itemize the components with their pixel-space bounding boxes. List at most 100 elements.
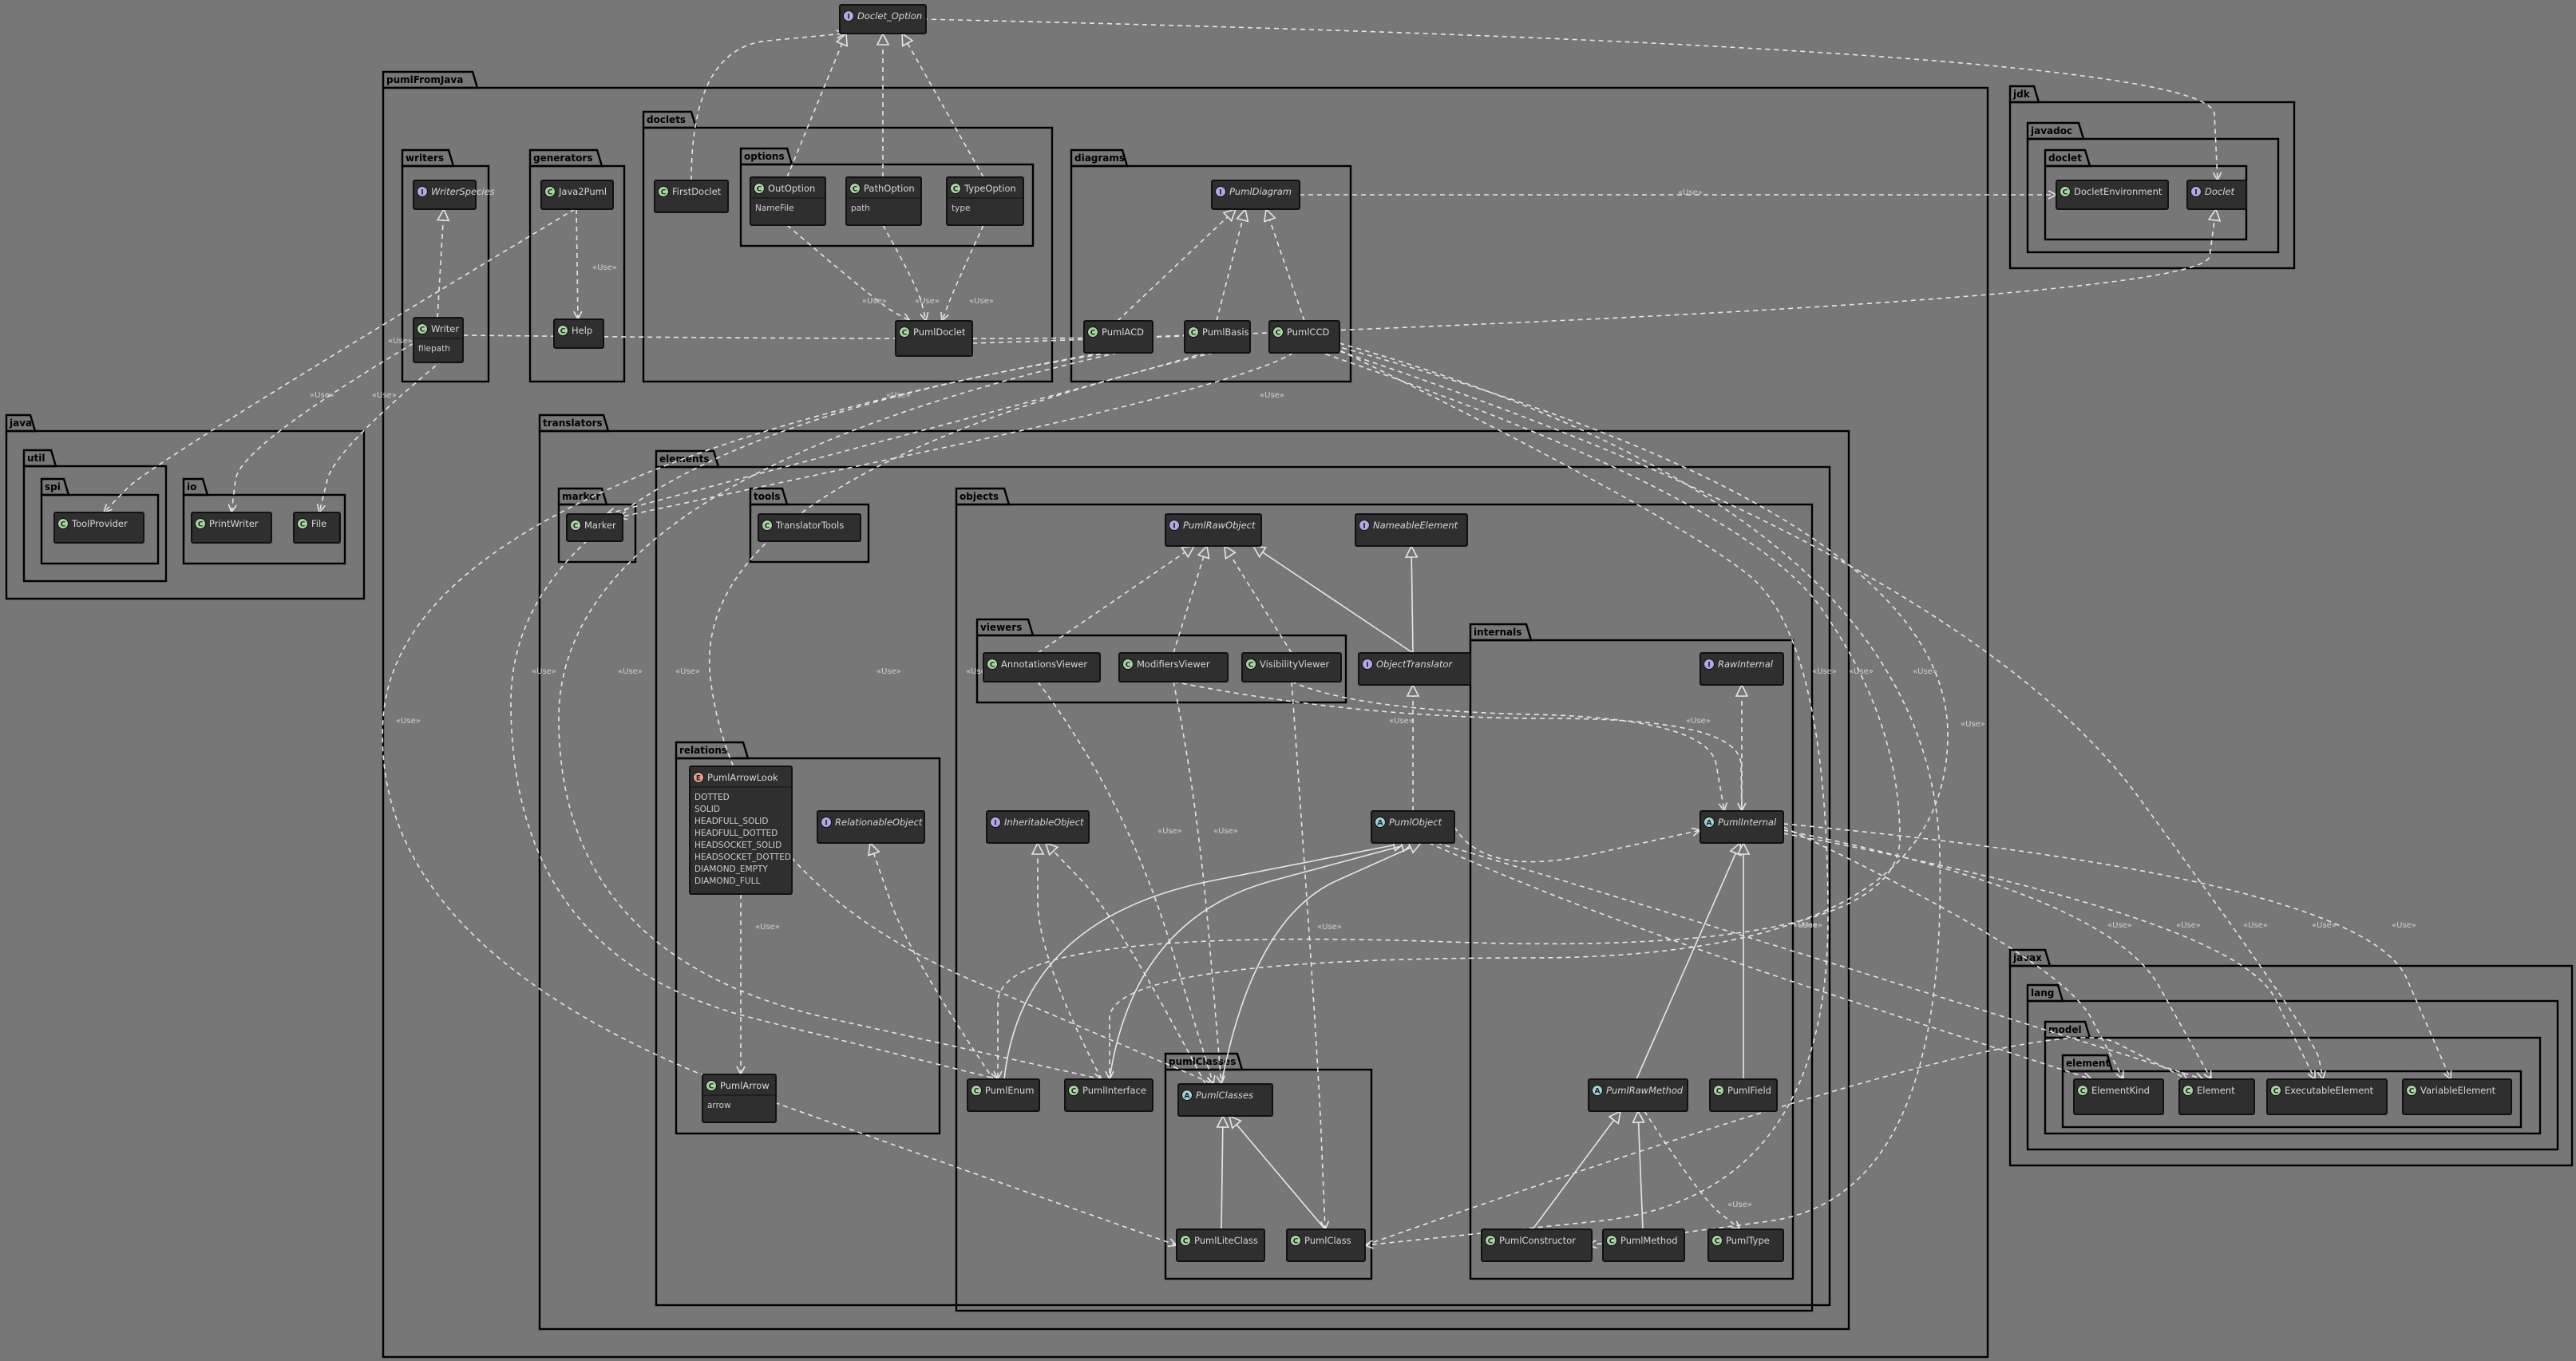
relation-line (1532, 1110, 1621, 1230)
package-frame (2026, 137, 2280, 254)
relation-label: «Use» (310, 391, 334, 400)
package-label: tools (754, 491, 780, 502)
relation-line (1224, 545, 1292, 654)
abstract-badge-icon (1375, 817, 1386, 828)
relation-line (1265, 208, 1305, 322)
interface-badge-icon (1703, 659, 1715, 670)
class-box (1083, 320, 1153, 354)
class-badge-icon (57, 518, 69, 529)
relation-puml-ccd-to-puml-interface: «Use» (1105, 342, 1985, 1081)
class-name: PumlInterface (1082, 1085, 1146, 1096)
badge-letter: C (1248, 662, 1254, 670)
class-badge-icon (2182, 1085, 2194, 1096)
package-frame (955, 503, 1814, 1312)
package-label: doclets (647, 114, 686, 125)
package-frame (1070, 164, 1352, 383)
relation-puml-internal-to-raw-internal (1735, 683, 1749, 811)
relation-puml-basis-to-puml-diagram (1216, 208, 1249, 322)
class-badge-icon (2270, 1085, 2281, 1096)
badge-letter: C (2080, 1088, 2086, 1096)
interface-badge-icon (1362, 659, 1373, 670)
relation-writer-to-file: «Use» (316, 342, 464, 514)
package-label: element (2066, 1058, 2111, 1069)
relation-line (786, 224, 911, 322)
badge-letter: E (696, 775, 701, 783)
class-name: AnnotationsViewer (1001, 659, 1087, 670)
class-box (946, 176, 1024, 226)
class-name: PumlMethod (1620, 1235, 1678, 1246)
package-frame (40, 493, 160, 565)
relation-label: «Use» (2176, 921, 2201, 930)
class-box (1355, 513, 1468, 547)
relation-java2-puml-to-tool-provider (102, 208, 576, 514)
interface-badge-icon (1215, 186, 1226, 197)
arrow-head-icon (835, 32, 849, 47)
class-badge-icon (557, 325, 568, 336)
arrow-head-icon (1736, 841, 1751, 855)
class-box (1211, 180, 1300, 210)
arrow-head-icon (1735, 683, 1749, 697)
package-label: relations (679, 745, 727, 756)
package-java: java (5, 413, 366, 600)
relation-line (1045, 842, 1206, 1085)
arrow-head-icon (1224, 544, 1237, 560)
badge-letter: C (548, 189, 553, 197)
class-name: PumlEnum (985, 1085, 1034, 1096)
relation-line (690, 33, 845, 181)
class-name: RelationableObject (835, 817, 923, 828)
relation-line (997, 350, 1901, 1079)
class-attribute: NameFile (755, 204, 794, 213)
class-badge-icon (2406, 1085, 2417, 1096)
badge-letter: C (990, 662, 995, 670)
class-box (191, 512, 272, 544)
class-annotations-viewer[interactable]: C AnnotationsViewer (983, 652, 1101, 682)
